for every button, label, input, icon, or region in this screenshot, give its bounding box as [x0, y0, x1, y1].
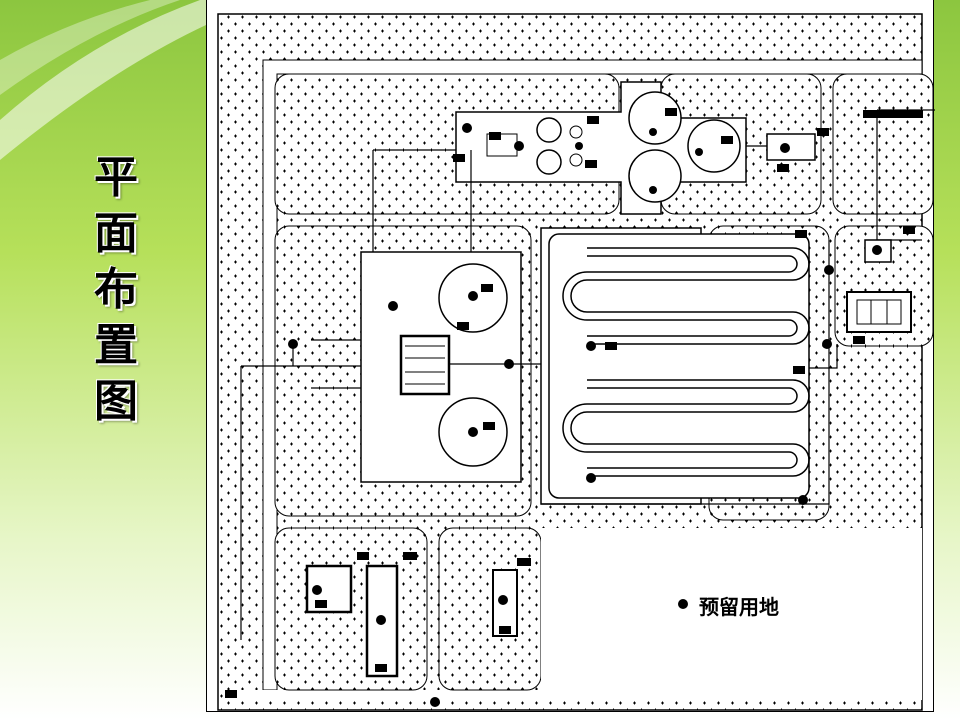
title-char: 平 — [94, 152, 138, 203]
slide-title: 平 面 布 置 图 — [84, 150, 148, 430]
title-char: 面 — [94, 208, 138, 259]
green-block — [438, 527, 542, 691]
reserved-land-label: 预留用地 — [699, 595, 779, 619]
outlet-building — [846, 291, 912, 333]
control-unit — [399, 334, 451, 396]
oxidation-ditch — [548, 233, 810, 499]
site-plan-panel: 预留用地 — [206, 0, 935, 712]
site-plan-drawing: 预留用地 — [217, 13, 935, 711]
title-char: 置 — [94, 320, 138, 371]
title-char: 布 — [94, 264, 138, 315]
title-char: 图 — [94, 376, 138, 427]
reserved-land — [541, 528, 922, 700]
tank-circle — [628, 149, 682, 203]
tank-circle — [687, 119, 741, 173]
tank-circle — [628, 91, 682, 145]
green-block — [832, 73, 934, 215]
